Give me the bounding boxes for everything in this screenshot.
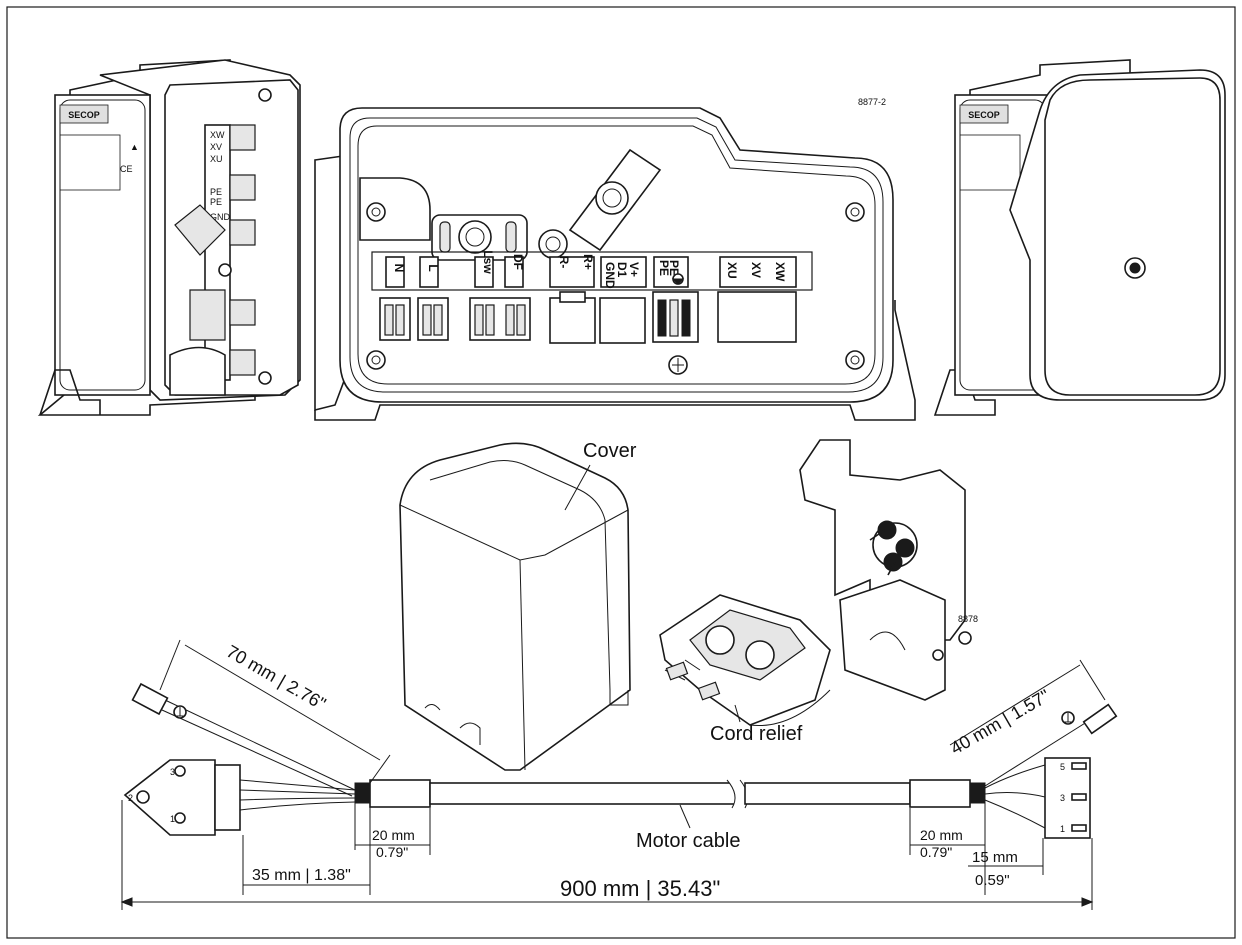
terminal-df: DF [511,254,525,270]
dim-plug-lead: 35 mm | 1.38" [252,867,351,884]
side-term-xu: XU [210,154,223,164]
cover-part: Cover [399,440,637,771]
left-pin-2: 2 [128,793,133,803]
motor-cable-assembly: 3 2 1 5 [123,682,1118,852]
drawing-id-top: 8877-2 [858,97,886,107]
terminal-xv: XV [749,262,763,278]
cover-label: Cover [583,440,637,462]
dim-right-lead: 40 mm | 1.57" [947,686,1053,759]
brand-label-right: SECOP [968,110,1000,120]
cord-relief-label: Cord relief [710,723,803,745]
screw-icon [845,350,865,370]
dim-sleeve-left-in: 0.79" [376,844,408,860]
brand-plate-left [59,104,109,124]
dim-sleeve-left-mm: 20 mm [372,827,415,843]
terminal-pe1: PE [657,260,671,276]
right-pin-5: 5 [1060,762,1065,772]
brand-label-left: SECOP [68,110,100,120]
left-pin-1: 1 [170,814,175,824]
side-term-gnd: GND [210,212,231,222]
right-plug [1044,757,1091,839]
screw-icon [845,202,865,222]
dim-sleeve-right-mm: 20 mm [920,827,963,843]
mount-bracket-part: 8878 [799,439,978,701]
terminal-d1: D1 [615,262,629,278]
svg-text:CE: CE [120,164,133,174]
motor-cable-label: Motor cable [636,830,741,852]
right-pin-3: 3 [1060,793,1065,803]
dim-sleeve-right-in: 0.79" [920,844,952,860]
terminal-lsw: Lsw [481,250,495,274]
side-term-pe1: PE [210,187,222,197]
terminal-l: L [426,264,440,271]
screw-icon [218,263,232,277]
cord-relief-part: Cord relief [659,594,831,745]
terminal-r-minus: R- [557,256,571,269]
screw-icon [258,371,272,385]
side-term-xv: XV [210,142,222,152]
terminal-xw: XW [773,262,787,282]
screw-icon [366,350,386,370]
screw-terminals [379,291,797,344]
terminal-vplus: V+ [627,262,641,277]
right-pin-1: 1 [1060,824,1065,834]
screw-icon [958,631,972,645]
left-pin-3: 3 [170,767,175,777]
terminal-xu: XU [725,262,739,279]
side-term-xw: XW [210,130,225,140]
terminal-pe2: PE [667,260,681,276]
drawing-id-middle: 8878 [958,614,978,624]
dim-total-length: 900 mm | 35.43" [560,876,720,901]
controller-side-view-right: SECOP [933,59,1226,416]
dim-ground-lead: 70 mm | 2.76" [223,641,329,714]
dim-right-tail-mm: 15 mm [972,849,1018,866]
terminal-gnd: GND [603,262,617,289]
side-term-pe2: PE [210,197,222,207]
terminal-n: N [392,264,406,273]
screw-icon [258,88,272,102]
terminal-r-plus: R+ [581,254,595,270]
screw-icon [932,649,944,661]
drawing-border [6,6,1236,939]
controller-side-view-left: SECOP ▲ CE XW XV XU PE PE GND D1 [37,59,301,416]
dim-right-tail-in: 0.59" [975,872,1010,889]
svg-text:▲: ▲ [130,142,139,152]
controller-front-view: N L Lsw DF R- R+ GND D1 V+ PE PE XU XV X… [314,97,916,421]
terminal-labels: N L Lsw DF R- R+ GND D1 V+ PE PE XU XV X… [385,250,797,289]
screw-icon [366,202,386,222]
